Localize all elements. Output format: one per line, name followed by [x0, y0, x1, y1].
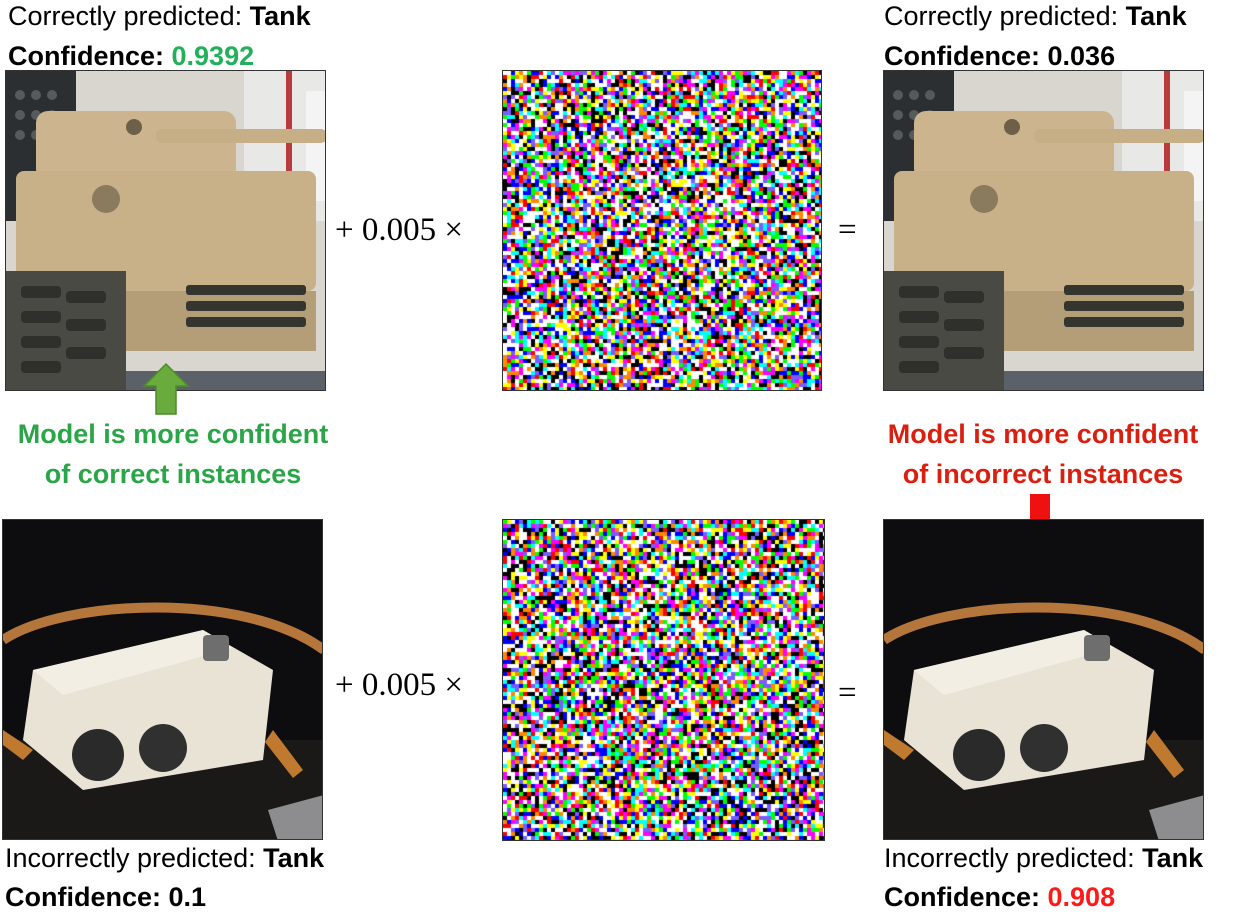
callout-line: of incorrect instances [902, 459, 1184, 489]
top-right-confidence: Confidence: 0.036 [884, 40, 1115, 72]
confidence-value: 0.1 [168, 882, 207, 912]
caption-prefix: Incorrectly predicted: [5, 843, 264, 873]
confidence-prefix: Confidence: [884, 882, 1048, 912]
plus-operator-bottom: + 0.005 × [335, 667, 463, 703]
top-right-caption: Correctly predicted: Tank [884, 0, 1187, 32]
predicted-label: Tank [249, 1, 311, 31]
confidence-value: 0.9392 [171, 41, 255, 71]
noise-image-bottom [502, 519, 825, 841]
predicted-label: Tank [1125, 1, 1187, 31]
confidence-value: 0.908 [1047, 882, 1116, 912]
predicted-label: Tank [1142, 843, 1204, 873]
caption-prefix: Incorrectly predicted: [884, 843, 1143, 873]
noise-canvas [503, 520, 824, 840]
tank-illustration [6, 71, 325, 390]
predicted-label: Tank [263, 843, 325, 873]
tank-image-original [5, 70, 326, 391]
noise-canvas [503, 71, 821, 390]
binoculars-illustration [3, 520, 322, 839]
caption-prefix: Correctly predicted: [884, 1, 1126, 31]
confidence-prefix: Confidence: [884, 41, 1048, 71]
bottom-right-confidence: Confidence: 0.908 [884, 881, 1115, 913]
bottom-left-caption: Incorrectly predicted: Tank [5, 842, 324, 874]
confidence-prefix: Confidence: [8, 41, 172, 71]
plus-operator-top: + 0.005 × [335, 212, 463, 248]
correct-confidence-callout: Model is more confident of correct insta… [0, 414, 346, 494]
equals-operator-top: = [838, 212, 857, 248]
binoculars-image-original [2, 519, 323, 840]
callout-line: Model is more confident [887, 419, 1199, 449]
callout-line: of correct instances [44, 459, 302, 489]
tank-image-adversarial [883, 70, 1204, 391]
confidence-prefix: Confidence: [5, 882, 169, 912]
bottom-right-caption: Incorrectly predicted: Tank [884, 842, 1203, 874]
top-left-caption: Correctly predicted: Tank [8, 0, 311, 32]
callout-line: Model is more confident [17, 419, 329, 449]
up-arrow-icon [142, 362, 190, 415]
caption-prefix: Correctly predicted: [8, 1, 250, 31]
equals-operator-bottom: = [838, 675, 857, 711]
noise-image-top [502, 70, 822, 391]
binoculars-image-adversarial [883, 519, 1204, 840]
top-left-confidence: Confidence: 0.9392 [8, 40, 254, 72]
incorrect-confidence-callout: Model is more confident of incorrect ins… [866, 414, 1220, 494]
confidence-value: 0.036 [1047, 41, 1116, 71]
binoculars-illustration [884, 520, 1203, 839]
tank-illustration [884, 71, 1203, 390]
bottom-left-confidence: Confidence: 0.1 [5, 881, 206, 913]
